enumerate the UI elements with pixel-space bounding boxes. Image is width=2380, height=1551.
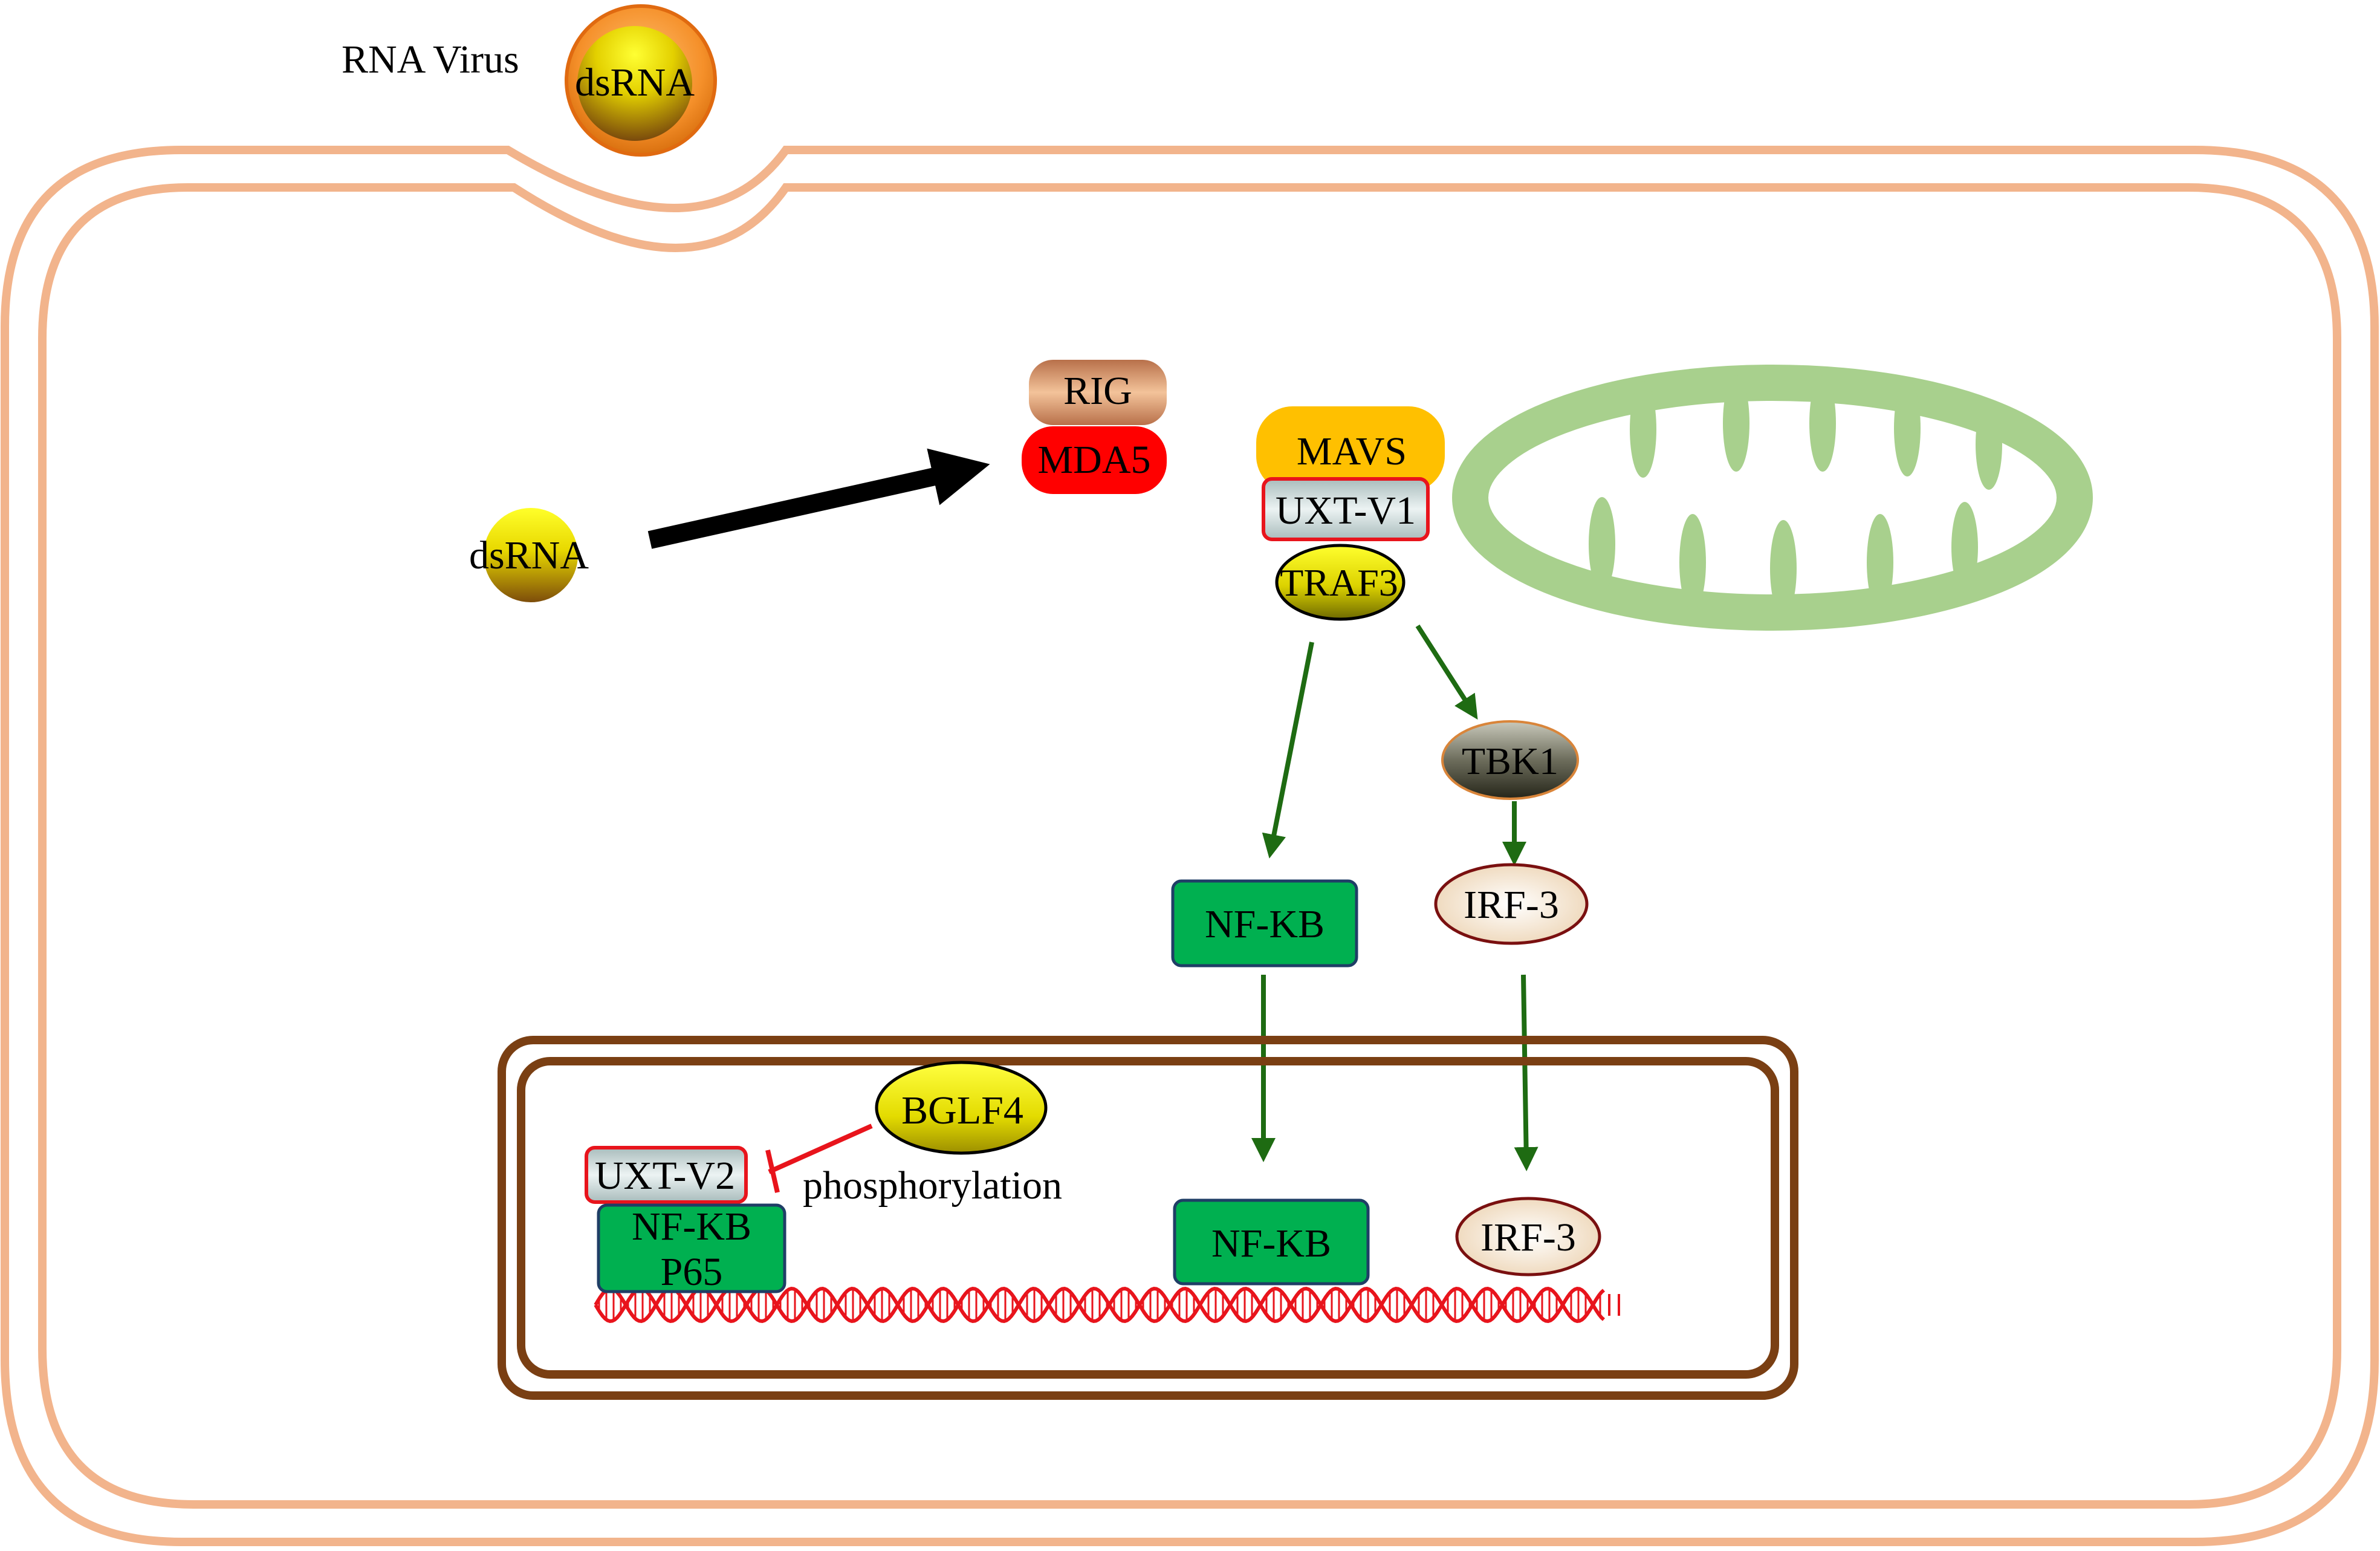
nfkb-nuclear-label: NF-KB [1211,1221,1331,1266]
bglf4-ellipse [875,1061,1048,1155]
irf3-nuclear-label: IRF-3 [1480,1215,1576,1260]
bglf4-label: BGLF4 [901,1088,1023,1133]
uxt-v1-box [1262,477,1430,541]
irf3-nuclear-ellipse [1455,1197,1601,1276]
nfkb-cyto-box [1171,879,1358,967]
tbk1-label: TBK1 [1462,740,1558,782]
irf3-translocation-arrow [1514,974,1539,1171]
rig-box [1029,360,1167,425]
traf3-to-nfkb-arrow [1262,642,1314,859]
phosphorylation-label: phosphorylation [803,1163,1062,1208]
cytoplasm-dsrna-sphere [484,508,578,602]
traf3-label: TRAF3 [1280,561,1398,604]
mda5-box [1022,426,1167,494]
rig-label: RIG [1063,369,1132,413]
nfkb-p65-box [597,1203,786,1293]
nfkb-p65-label-line1: NF-KB [632,1205,751,1249]
traf3-to-tbk1-arrow [1415,624,1478,720]
nucleus-inner-membrane [517,1057,1779,1379]
mda5-label: MDA5 [1037,438,1150,482]
uxt-v2-label: UXT-V2 [595,1154,735,1198]
rna-virus-label: RNA Virus [342,37,519,82]
irf3-cyto-ellipse [1434,863,1589,945]
dsrna-to-rig-arrow [647,448,990,549]
mavs-box [1256,406,1445,492]
tbk1-ellipse [1441,720,1579,800]
uxt-v2-box [585,1146,748,1204]
bglf4-inhibition-bar [765,1149,780,1193]
virus-dsrna-core [577,26,692,141]
cell-membrane-inner [38,183,2341,1509]
traf3-ellipse [1275,544,1406,621]
mavs-label: MAVS [1297,429,1407,473]
uxt-v1-label: UXT-V1 [1276,489,1416,533]
dna-helix [594,1287,1620,1323]
irf3-cyto-label: IRF-3 [1464,883,1559,927]
cell-membrane-outer [1,146,2379,1546]
mitochondrion [1452,365,2093,631]
cytoplasm-dsrna-label: dsRNA [469,533,589,577]
nucleus-outer-membrane [498,1036,1798,1400]
bglf4-inhibition-line [768,1123,873,1174]
nfkb-nuclear-box [1173,1198,1370,1286]
nfkb-cyto-label: NF-KB [1205,902,1325,946]
virus-dsrna-label: dsRNA [575,60,695,105]
nfkb-p65-label-line2: P65 [661,1250,723,1294]
